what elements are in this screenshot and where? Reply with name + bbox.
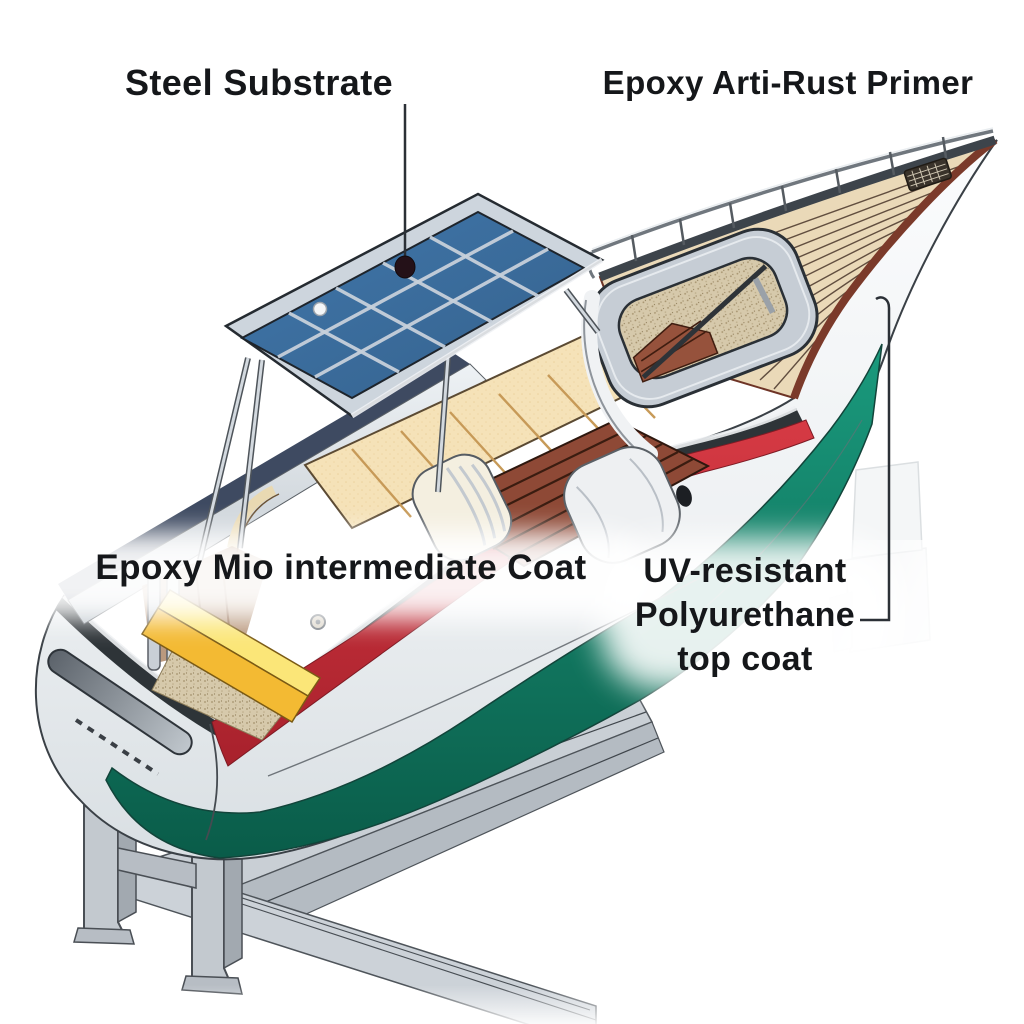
canopy xyxy=(197,192,605,561)
canopy-fitting-dot xyxy=(312,301,328,317)
deck-border-maroon xyxy=(790,136,998,400)
label-uv-resistant-polyurethane-top-coat: UV-resistant Polyurethane top coat xyxy=(635,549,855,681)
transom-slat xyxy=(47,648,193,756)
hull-port-hole xyxy=(676,485,692,507)
fade-bottom xyxy=(0,985,1024,1024)
label-uv-line3: top coat xyxy=(677,640,813,678)
label-steel-substrate: Steel Substrate xyxy=(124,62,394,103)
transom-fastener-line xyxy=(74,718,160,776)
canopy-blue-panels xyxy=(239,210,587,400)
deck-grate-icon xyxy=(903,157,952,192)
label-epoxy-anti-rust-primer: Epoxy Arti-Rust Primer xyxy=(602,64,974,101)
bow-railing xyxy=(587,127,994,279)
label-epoxy-mio-intermediate-coat: Epoxy Mio intermediate Coat xyxy=(95,548,587,587)
label-uv-line2: Polyurethane xyxy=(634,596,856,634)
label-uv-line1: UV-resistant xyxy=(643,552,847,590)
deck-port-edge xyxy=(598,135,997,282)
